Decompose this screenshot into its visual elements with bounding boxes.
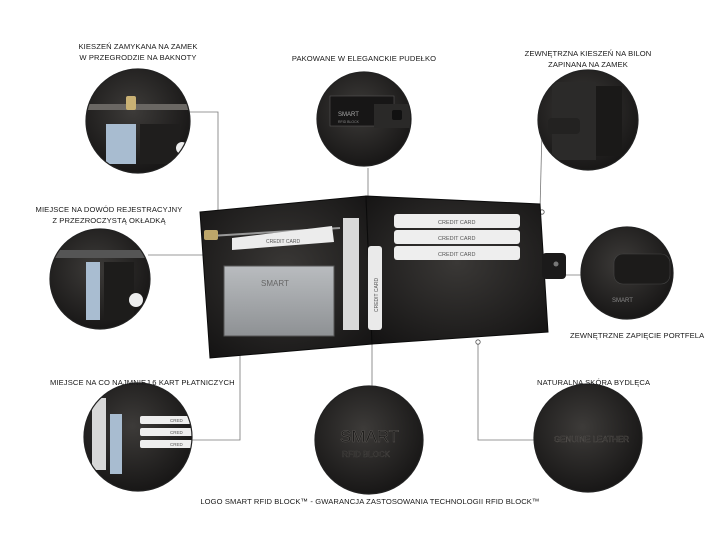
detail-coin-pocket <box>537 69 639 171</box>
leader-lines <box>148 111 582 441</box>
logo-main-text: SMART <box>340 427 399 446</box>
marker-dot <box>475 339 481 345</box>
leather-emboss-text: GENUINE LEATHER <box>554 435 629 444</box>
id-window <box>223 265 335 337</box>
vertical-card <box>368 246 382 330</box>
callout-card-slots: MIEJSCE NA CO NAJMNIEJ 6 KART PŁATNICZYC… <box>50 378 235 387</box>
box-brand-text: SMART <box>338 112 359 118</box>
callout-id-document: MIEJSCE NA DOWÓD REJESTRACYJNY Z PRZEZRO… <box>35 205 183 225</box>
callout-clasp: ZEWNĘTRZNE ZAPIĘCIE PORTFELA <box>570 331 705 340</box>
detail-genuine-leather: GENUINE LEATHER <box>533 383 643 493</box>
left-card-label: CREDIT CARD <box>266 239 300 245</box>
logo-sub-text: RFID BLOCK <box>342 450 391 459</box>
detail-zipper-pocket <box>85 68 191 174</box>
card-label: CREDIT CARD <box>438 236 476 242</box>
callout-smart-logo: LOGO SMART RFID BLOCK™ - GWARANCJA ZASTO… <box>200 497 540 506</box>
wallet-clasp <box>542 253 566 279</box>
card-detail-label: CRED <box>170 442 184 447</box>
vertical-card-label: CREDIT CARD <box>374 278 380 312</box>
zipper-pull <box>204 230 218 240</box>
callout-zipper-pocket: KIESZEŃ ZAMYKANA NA ZAMEK W PRZEGRODZIE … <box>78 42 198 62</box>
callout-gift-box: PAKOWANE W ELEGANCKIE PUDEŁKO <box>291 54 437 63</box>
card-label: CREDIT CARD <box>438 252 476 258</box>
vertical-card-slot <box>343 218 359 330</box>
detail-id-pocket <box>49 228 151 330</box>
wallet-photo: CREDIT CARD SMART CREDIT CARD CREDIT CAR… <box>199 195 566 359</box>
detail-clasp: SMART <box>580 226 674 320</box>
detail-gift-box: SMART RFID BLOCK <box>316 71 412 167</box>
detail-card-slots: CRED CRED CRED <box>83 382 193 492</box>
card-detail-label: CRED <box>170 430 184 435</box>
window-brand: SMART <box>261 279 289 288</box>
card-detail-label: CRED <box>170 418 184 423</box>
detail-smart-logo: SMART RFID BLOCK <box>314 385 424 495</box>
card-label: CREDIT CARD <box>438 220 476 226</box>
callout-leather: NATURALNA SKÓRA BYDLĘCA <box>537 378 651 387</box>
right-card-stack: CREDIT CARD CREDIT CARD CREDIT CARD <box>394 214 520 260</box>
box-sub-text: RFID BLOCK <box>338 120 360 124</box>
clasp-brand-text: SMART <box>612 298 633 304</box>
callout-coin-pocket: ZEWNĘTRZNA KIESZEŃ NA BILON ZAPINANA NA … <box>524 49 652 69</box>
